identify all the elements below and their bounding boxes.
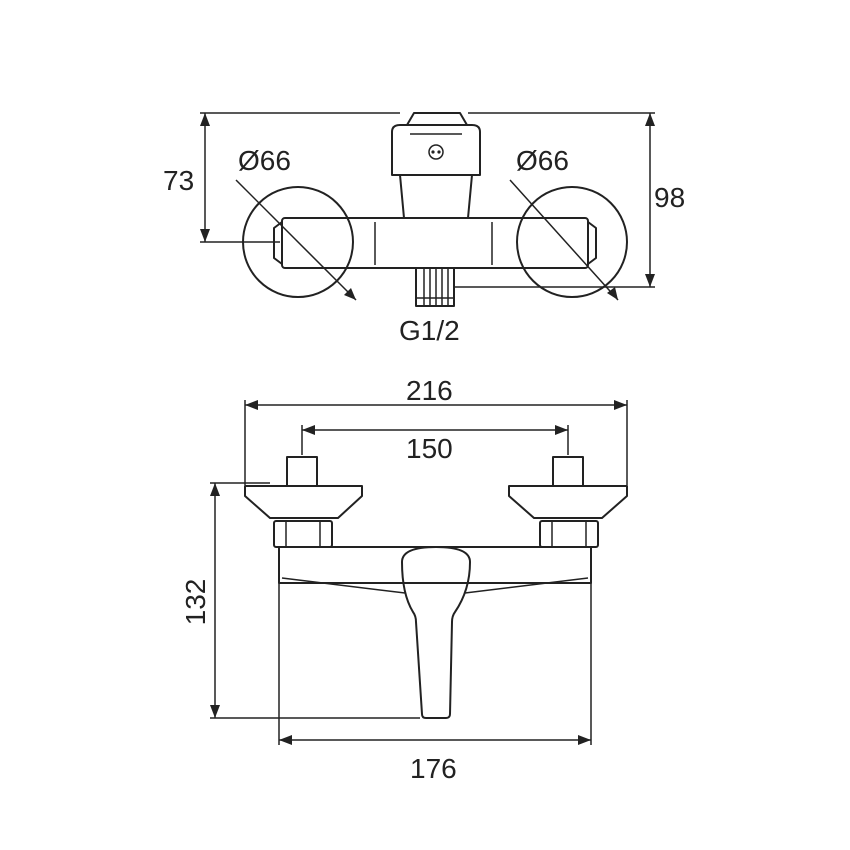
left-diameter-leader (235, 179, 357, 301)
dim-150-label: 150 (406, 433, 453, 464)
right-diameter-leader (509, 179, 619, 301)
right-diameter-label: Ø66 (516, 145, 569, 176)
top-handle-screw-dot-left (431, 150, 435, 154)
dim-216-label: 216 (406, 375, 453, 406)
top-handle (391, 124, 481, 176)
top-left-nut (273, 221, 283, 265)
top-view: Ø66 Ø66 73 98 G1/2 (163, 112, 685, 346)
dim-132-label: 132 (180, 579, 211, 626)
top-body-bar (281, 217, 589, 269)
left-escutcheon-side (244, 485, 363, 519)
dim-176-label: 176 (410, 753, 457, 784)
left-inlet-stub (286, 456, 318, 487)
lever-handle (401, 546, 471, 719)
top-handle-screw-dot-right (437, 150, 441, 154)
front-body-bevel (281, 577, 589, 594)
right-escutcheon (516, 186, 628, 298)
right-hex-nut (539, 520, 599, 548)
dim-73-label: 73 (163, 165, 194, 196)
left-diameter-label: Ø66 (238, 145, 291, 176)
left-hex-nut (273, 520, 333, 548)
top-right-nut (587, 221, 597, 265)
dim-98-label: 98 (654, 182, 685, 213)
top-handle-lever (406, 112, 468, 126)
front-view: 216 150 132 176 (180, 375, 628, 784)
right-escutcheon-side (508, 485, 628, 519)
front-body (278, 546, 592, 584)
right-inlet-stub (552, 456, 584, 487)
top-handle-screw-icon (428, 144, 444, 160)
top-cartridge (399, 174, 473, 219)
thread-label: G1/2 (399, 315, 460, 346)
